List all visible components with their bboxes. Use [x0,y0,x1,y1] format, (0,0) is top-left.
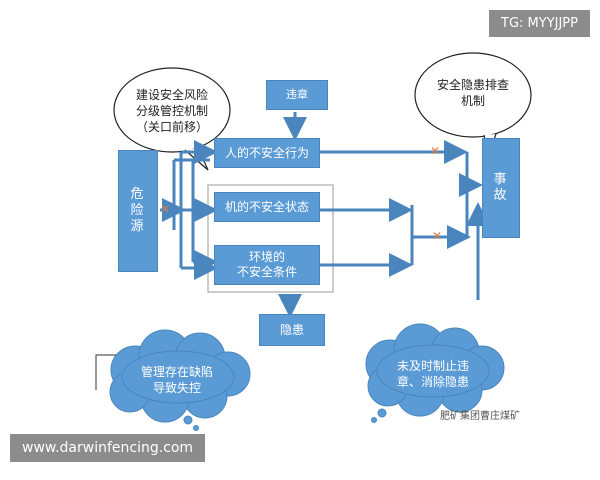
cloud-top-right-text: 安全隐患排查 机制 [436,78,509,109]
cloud-top-left-text: 建设安全风险 分级管控机制 （关口前移） [135,88,208,135]
hazard-source-char-1: 危 [130,186,146,202]
accident-char-1: 事 [493,171,509,187]
violation-box: 违章 [266,80,328,110]
cloud-bottom-right-shape [365,323,505,423]
hazard-source-box: 危 险 源 [118,150,158,272]
unsafe-environment-box: 环境的 不安全条件 [214,245,320,285]
hazard-source-char-3: 源 [130,219,146,235]
cloud-bottom-left-text: 管理存在缺陷 导致失控 [140,365,213,396]
cross-mark-behavior: ✕ [430,144,441,158]
bottom-badge: www.darwinfencing.com [10,434,206,462]
hazard-source-char-2: 险 [130,202,146,218]
top-badge: TG: MYYJJPP [489,10,590,37]
unsafe-state-box: 机的不安全状态 [214,192,320,222]
cross-mark-state: ✕ [432,229,443,243]
wechat-watermark: 肥矿集团曹庄煤矿 [440,411,520,422]
unsafe-behavior-box: 人的不安全行为 [214,138,320,168]
cloud-bottom-left-shape [109,329,251,431]
cross-mark-hazard: ✕ [160,202,171,216]
accident-box: 事 故 [482,138,520,238]
accident-char-2: 故 [493,188,509,203]
cloud-bottom-right-text: 未及时制止违 章、消除隐患 [396,359,469,390]
hidden-danger-box: 隐患 [259,314,325,346]
